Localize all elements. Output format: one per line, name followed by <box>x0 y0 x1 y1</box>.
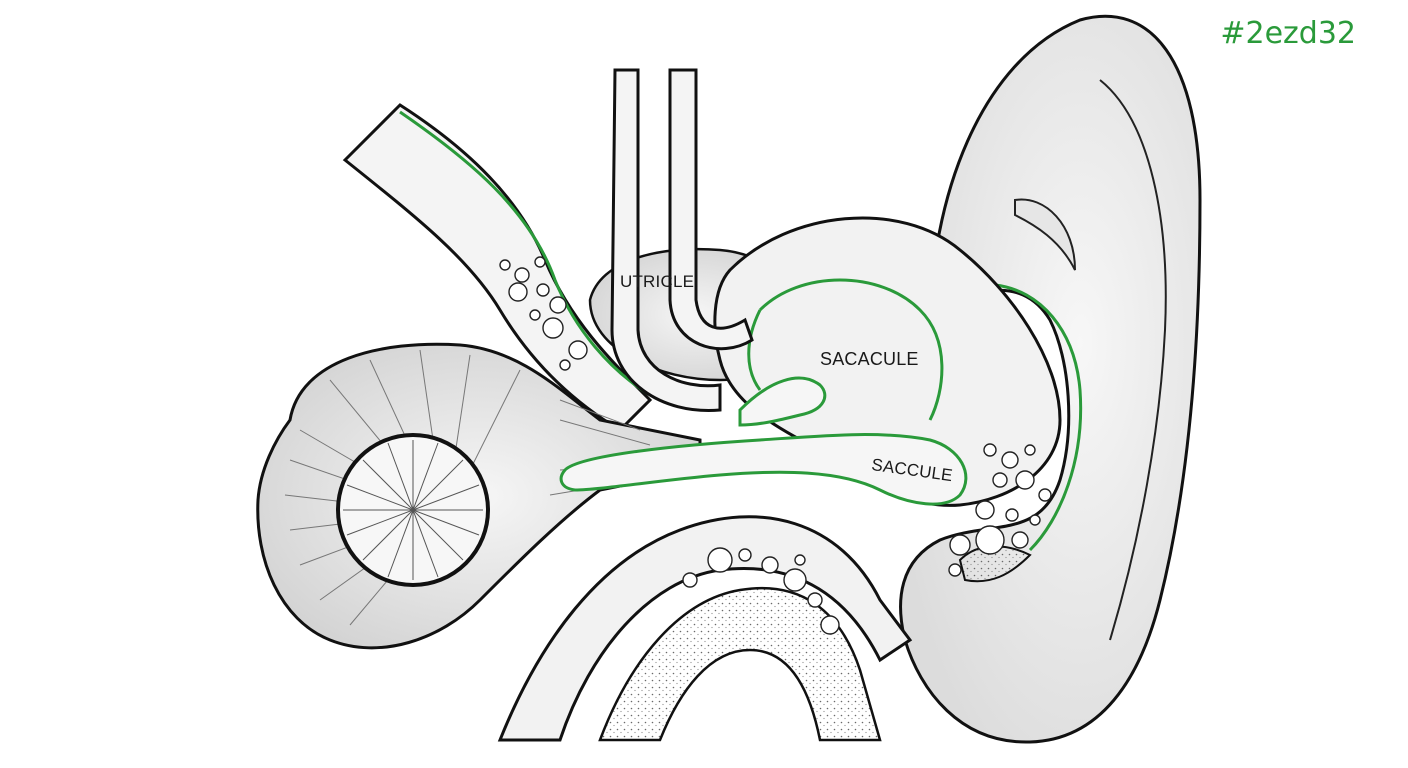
tag-text: #2ezd32 <box>1220 16 1356 51</box>
otoconia-lower <box>682 547 840 635</box>
label-sacacule: SACACULE <box>820 349 919 369</box>
otoconia-right <box>948 443 1052 577</box>
pinna <box>899 14 1202 744</box>
label-utricle: UTRICLE <box>620 272 695 291</box>
sacacule-sac <box>713 216 1062 507</box>
otoconia-upper <box>499 256 588 371</box>
central-duct <box>559 376 968 506</box>
lower-canal <box>497 515 913 742</box>
vertical-canal <box>610 68 754 412</box>
